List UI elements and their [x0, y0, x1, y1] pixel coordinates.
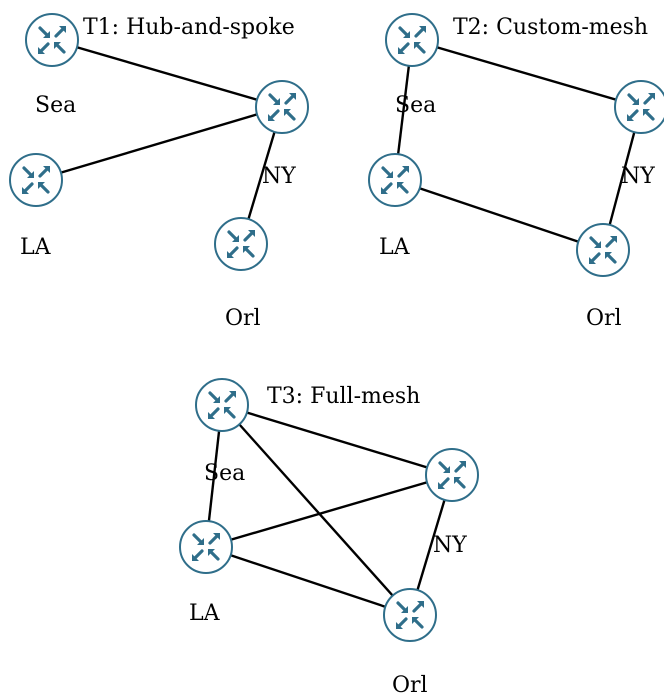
node-label-orl: Orl [392, 673, 428, 696]
router-icon [575, 222, 631, 278]
node-label-sea: Sea [35, 93, 76, 118]
router-icon [424, 447, 480, 503]
router-icon [382, 587, 438, 643]
router-icon [254, 79, 310, 135]
link-sea-ny [51, 38, 283, 109]
router-icon [613, 79, 664, 135]
router-icon [367, 152, 423, 208]
diagram-title: T1: Hub-and-spoke [83, 15, 295, 40]
node-label-la: LA [379, 235, 411, 260]
link-la-ny [35, 105, 283, 182]
node-label-ny: NY [262, 164, 296, 189]
router-icon [213, 216, 269, 272]
node-label-la: LA [20, 235, 52, 260]
link-la-orl [205, 545, 411, 617]
link-sea-ny [411, 38, 642, 109]
diagram-title: T2: Custom-mesh [453, 15, 648, 40]
link-sea-orl [221, 404, 411, 616]
link-la-ny [205, 473, 453, 549]
node-label-orl: Orl [225, 306, 261, 331]
diagram-title: T3: Full-mesh [267, 384, 420, 409]
router-icon [194, 377, 250, 433]
router-icon [178, 519, 234, 575]
node-label-la: LA [189, 601, 221, 626]
link-la-orl [394, 178, 604, 252]
router-icon [24, 12, 80, 68]
node-label-ny: NY [621, 164, 655, 189]
router-icon [8, 152, 64, 208]
node-label-orl: Orl [586, 306, 622, 331]
node-label-ny: NY [433, 533, 467, 558]
router-icon [384, 12, 440, 68]
link-sea-ny [221, 403, 453, 477]
node-label-sea: Sea [204, 461, 245, 486]
node-label-sea: Sea [395, 93, 436, 118]
